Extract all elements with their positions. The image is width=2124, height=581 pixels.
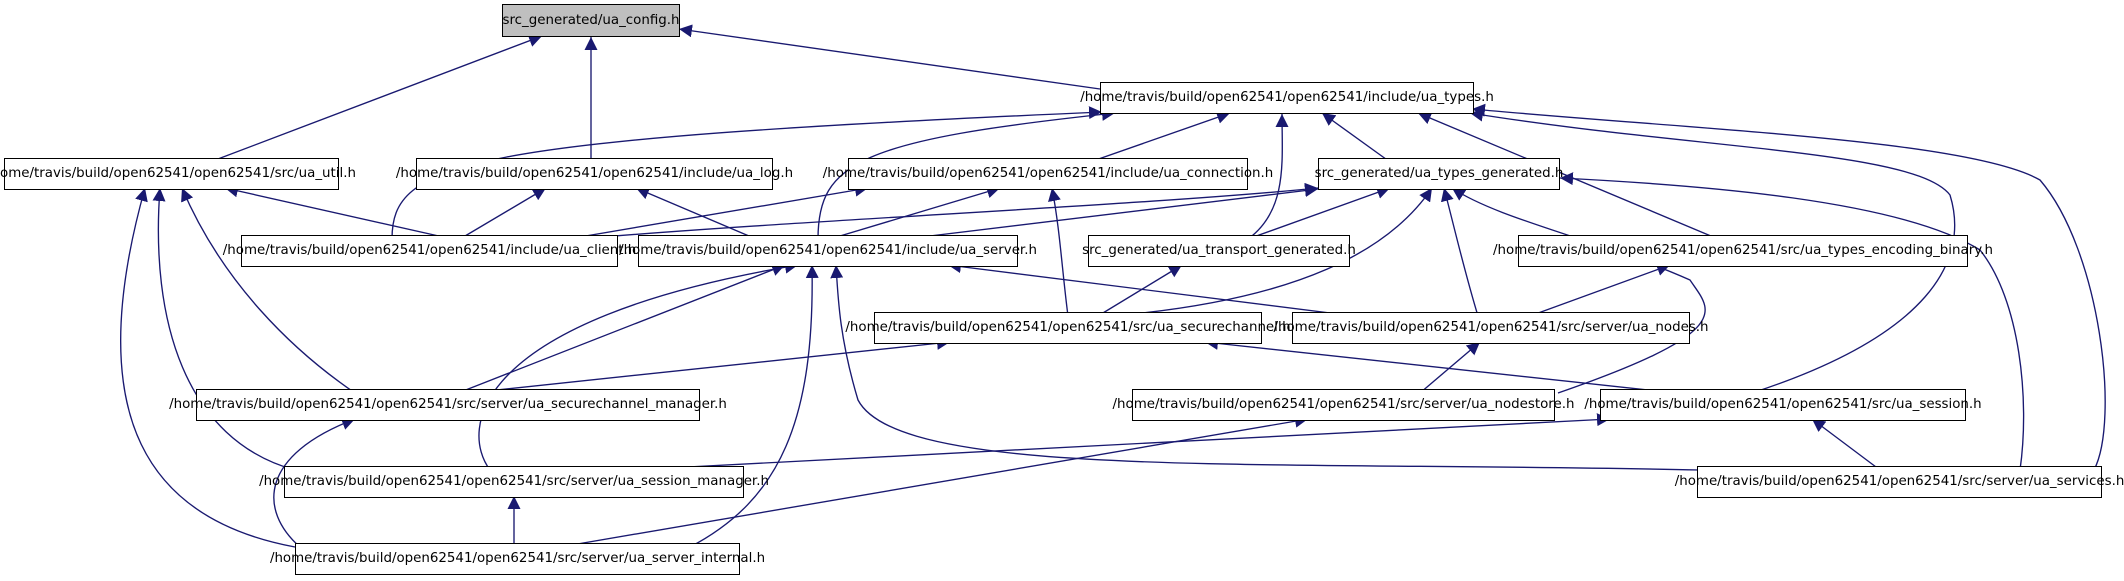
node-label: /home/travis/build/open62541/open62541/i… xyxy=(395,166,794,181)
node-label: /home/travis/build/open62541/open62541/s… xyxy=(1273,320,1709,335)
node-label: src_generated/ua_types_generated.h xyxy=(1314,166,1564,181)
node-label: src_generated/ua_transport_generated.h xyxy=(1082,243,1356,258)
node-ua-config: src_generated/ua_config.h xyxy=(502,4,680,37)
edge-ua-client-to-ua-types-generated xyxy=(577,182,1319,240)
edge-ua-transport-generated-to-ua-types xyxy=(1247,113,1289,240)
edge-ua-securechannel-to-ua-types-generated xyxy=(1111,187,1433,317)
node-ua-connection[interactable]: /home/travis/build/open62541/open62541/i… xyxy=(823,158,1273,190)
edge-ua-session-manager-to-ua-util xyxy=(152,187,296,471)
node-label: /home/travis/build/open62541/open62541/i… xyxy=(222,243,637,258)
node-label: /home/travis/build/open62541/open62541/s… xyxy=(0,166,356,181)
edge-ua-nodestore-to-ua-nodes xyxy=(1419,341,1481,394)
edge-ua-server-to-ua-types-generated xyxy=(904,184,1319,240)
node-ua-client[interactable]: /home/travis/build/open62541/open62541/i… xyxy=(223,235,636,267)
edge-ua-securechannel-manager-to-ua-util xyxy=(181,187,356,394)
node-ua-types-generated[interactable]: src_generated/ua_types_generated.h xyxy=(1315,158,1563,190)
edge-ua-session-manager-to-ua-session xyxy=(629,413,1611,471)
node-ua-nodestore[interactable]: /home/travis/build/open62541/open62541/s… xyxy=(1113,389,1574,421)
edge-ua-transport-generated-to-ua-types-generated xyxy=(1247,186,1391,240)
edge-ua-types-to-ua-config xyxy=(678,24,1101,90)
node-ua-securechannel-manager[interactable]: /home/travis/build/open62541/open62541/s… xyxy=(169,389,727,421)
node-label: /home/travis/build/open62541/open62541/s… xyxy=(1112,397,1575,412)
edge-ua-session-manager-to-ua-server xyxy=(478,260,799,471)
node-ua-server-internal[interactable]: /home/travis/build/open62541/open62541/s… xyxy=(270,543,765,575)
node-ua-transport-generated[interactable]: src_generated/ua_transport_generated.h xyxy=(1082,235,1356,267)
edge-ua-server-to-ua-types xyxy=(817,107,1116,240)
edge-ua-session-to-ua-types xyxy=(1469,108,1956,394)
node-label: /home/travis/build/open62541/open62541/s… xyxy=(1493,243,1993,258)
edge-ua-client-to-ua-types xyxy=(391,106,1103,240)
edge-ua-nodestore-to-ua-types-generated xyxy=(1451,187,1706,394)
node-ua-log[interactable]: /home/travis/build/open62541/open62541/i… xyxy=(396,158,793,190)
node-label: /home/travis/build/open62541/open62541/s… xyxy=(169,397,727,412)
node-ua-types[interactable]: /home/travis/build/open62541/open62541/i… xyxy=(1080,82,1494,114)
edge-ua-client-to-ua-log xyxy=(459,187,547,240)
edge-ua-nodes-to-ua-server xyxy=(947,260,1355,317)
edge-ua-services-to-ua-session xyxy=(1811,418,1881,471)
edge-ua-securechannel-manager-to-ua-securechannel xyxy=(467,336,951,394)
edge-ua-server-internal-to-ua-util xyxy=(119,187,296,548)
edge-ua-server-to-ua-connection xyxy=(829,185,1001,240)
node-label: /home/travis/build/open62541/open62541/i… xyxy=(619,243,1037,258)
node-label: /home/travis/build/open62541/open62541/i… xyxy=(1080,90,1494,105)
edge-ua-server-internal-to-ua-nodestore xyxy=(559,414,1309,548)
edge-ua-client-to-ua-util xyxy=(224,184,453,240)
node-ua-server[interactable]: /home/travis/build/open62541/open62541/i… xyxy=(619,235,1037,267)
edge-ua-server-internal-to-ua-securechannel-manager xyxy=(273,417,356,548)
edge-ua-securechannel-to-ua-connection xyxy=(1048,187,1069,317)
node-label: src_generated/ua_config.h xyxy=(502,12,680,28)
edge-ua-services-to-ua-server xyxy=(830,264,1701,471)
edge-ua-server-to-ua-log xyxy=(635,187,757,240)
edge-ua-nodes-to-ua-types-generated xyxy=(1441,187,1479,317)
edge-ua-securechannel-manager-to-ua-server xyxy=(457,263,786,394)
edge-ua-types-generated-to-ua-types xyxy=(1321,112,1391,163)
node-label: /home/travis/build/open62541/open62541/s… xyxy=(845,320,1291,335)
node-ua-session[interactable]: /home/travis/build/open62541/open62541/s… xyxy=(1584,389,1982,421)
node-ua-util[interactable]: /home/travis/build/open62541/open62541/s… xyxy=(0,158,356,190)
node-label: /home/travis/build/open62541/open62541/i… xyxy=(822,166,1274,181)
node-ua-nodes[interactable]: /home/travis/build/open62541/open62541/s… xyxy=(1273,312,1709,344)
edge-ua-connection-to-ua-types xyxy=(1089,111,1231,163)
edge-ua-client-to-ua-connection xyxy=(567,183,869,240)
node-ua-types-encoding-binary[interactable]: /home/travis/build/open62541/open62541/s… xyxy=(1493,235,1993,267)
edge-ua-nodes-to-ua-types-encoding-binary xyxy=(1529,263,1671,317)
edge-ua-session-to-ua-securechannel xyxy=(1204,336,1677,394)
node-label: /home/travis/build/open62541/open62541/s… xyxy=(1584,397,1982,412)
edge-ua-server-internal-to-ua-server xyxy=(689,264,819,548)
node-label: /home/travis/build/open62541/open62541/s… xyxy=(1674,474,2124,489)
node-ua-session-manager[interactable]: /home/travis/build/open62541/open62541/s… xyxy=(259,466,769,498)
dependency-edges xyxy=(119,24,2106,548)
node-label: /home/travis/build/open62541/open62541/s… xyxy=(269,551,766,566)
edge-ua-securechannel-to-ua-transport-generated xyxy=(1097,264,1183,317)
edge-ua-services-to-ua-types xyxy=(1471,103,2106,471)
node-label: /home/travis/build/open62541/open62541/s… xyxy=(259,474,769,489)
edge-ua-util-to-ua-config xyxy=(209,34,543,163)
node-ua-securechannel[interactable]: /home/travis/build/open62541/open62541/s… xyxy=(845,312,1291,344)
node-ua-services[interactable]: /home/travis/build/open62541/open62541/s… xyxy=(1675,466,2124,498)
